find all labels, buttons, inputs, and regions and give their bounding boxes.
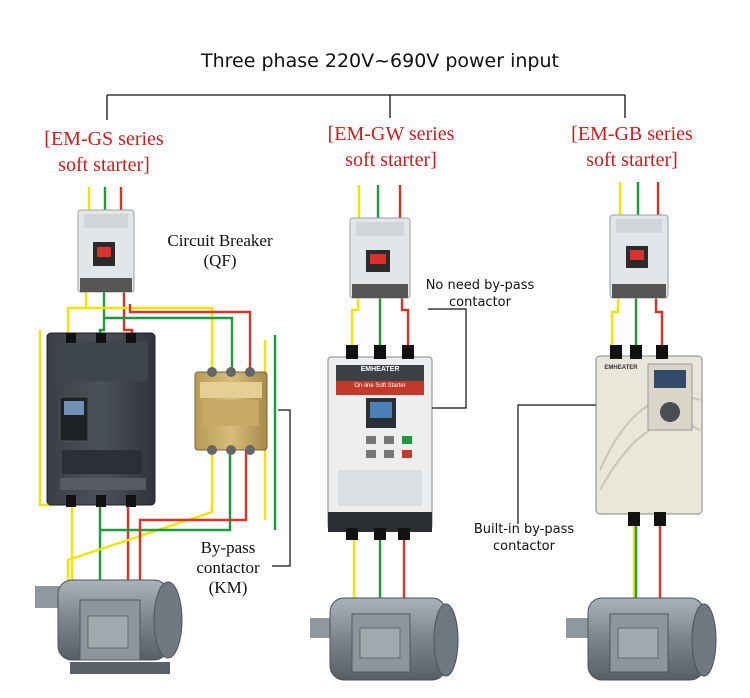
callout-lines	[272, 308, 596, 567]
bypass-line2: contactor	[196, 558, 260, 577]
series-label-gb: [EM-GB series soft starter]	[548, 121, 716, 173]
circuit-breaker-line2: (QF)	[203, 251, 237, 270]
gs-breaker	[77, 209, 135, 293]
bypass-line1: By-pass	[200, 538, 256, 557]
series-gb-line1: [EM-GB series	[571, 123, 693, 145]
bypass-contactor-km	[194, 367, 268, 455]
callout-builtin-bypass: Built-in by-pass contactor	[454, 521, 594, 555]
gw-panel-text: On-line Soft Starter	[354, 383, 406, 389]
builtin-bypass-line2: contactor	[493, 539, 555, 554]
series-gb-line2: soft starter]	[586, 149, 678, 171]
gb-soft-starter	[595, 345, 703, 526]
gb-brand: EMHEATER	[604, 365, 638, 371]
gb-motor	[566, 597, 717, 681]
callout-no-bypass: No need by-pass contactor	[412, 277, 548, 311]
circuit-breaker-line1: Circuit Breaker	[167, 231, 273, 250]
callout-bypass-contactor: By-pass contactor (KM)	[178, 538, 278, 598]
series-gs-line2: soft starter]	[58, 154, 150, 176]
diagram-title: Three phase 220V~690V power input	[201, 50, 559, 72]
power-input-bracket	[106, 94, 626, 120]
series-label-gs: [EM-GS series soft starter]	[20, 126, 188, 178]
bypass-line3: (KM)	[208, 578, 248, 597]
gw-brand: EMHEATER	[360, 366, 400, 373]
series-gw-line1: [EM-GW series	[327, 123, 455, 145]
gw-soft-starter	[327, 345, 433, 540]
gs-motor	[35, 579, 183, 674]
series-gs-line1: [EM-GS series	[44, 128, 164, 150]
series-gw-line2: soft starter]	[345, 149, 437, 171]
gw-breaker	[349, 217, 411, 299]
gs-wiring	[38, 187, 277, 590]
gb-breaker	[609, 214, 669, 299]
no-bypass-line1: No need by-pass	[425, 278, 535, 293]
gw-motor	[310, 597, 459, 681]
builtin-bypass-line1: Built-in by-pass	[473, 522, 575, 537]
callout-circuit-breaker: Circuit Breaker (QF)	[150, 231, 290, 271]
gs-soft-starter	[46, 332, 156, 507]
no-bypass-line2: contactor	[449, 295, 511, 310]
series-label-gw: [EM-GW series soft starter]	[306, 121, 476, 173]
gb-wiring	[610, 182, 664, 610]
